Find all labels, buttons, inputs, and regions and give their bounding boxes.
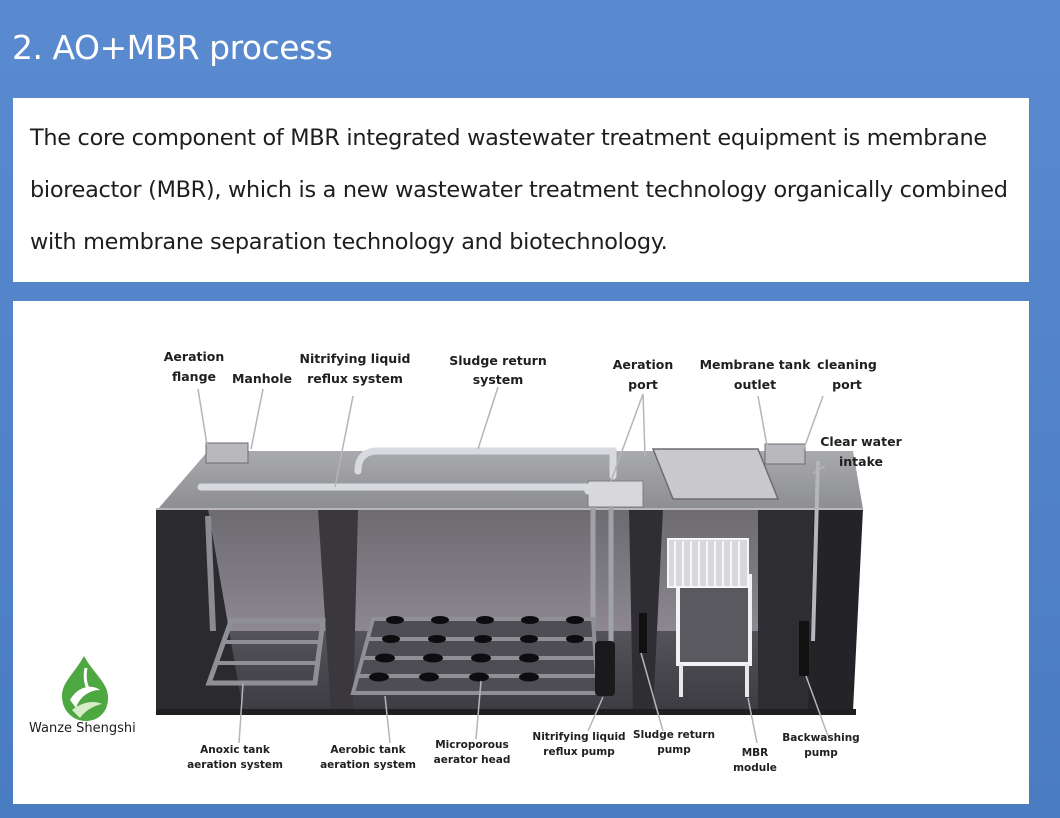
- label-mbr-2: module: [733, 762, 777, 774]
- label-nitrifying-reflux-1: Nitrifying liquid: [300, 351, 411, 366]
- label-manhole: Manhole: [232, 371, 292, 386]
- top-labels: Aeration flange Manhole Nitrifying liqui…: [164, 349, 903, 469]
- wanze-logo-icon: [62, 656, 109, 721]
- label-backwash-2: pump: [804, 747, 838, 759]
- nitrifying-reflux-pump-body: [595, 641, 615, 696]
- label-microporous-2: aerator head: [434, 754, 511, 766]
- anoxic-riser: [205, 515, 216, 632]
- tank-left-wall: [156, 509, 243, 711]
- label-clear-water-2: intake: [839, 454, 883, 469]
- label-backwash-1: Backwashing: [782, 732, 859, 744]
- label-sludge-return-2: system: [473, 372, 524, 387]
- nitrifying-reflux-pipe: [197, 483, 592, 495]
- label-aeration-port-1: Aeration: [613, 357, 674, 372]
- label-aerobic-1: Aerobic tank: [330, 744, 406, 756]
- label-clear-water-1: Clear water: [820, 434, 902, 449]
- label-aeration-port-2: port: [628, 377, 658, 392]
- mbr-module: [667, 538, 752, 697]
- label-nitrifying-pump-1: Nitrifying liquid: [532, 731, 625, 743]
- sludge-return-pipe: [354, 447, 617, 480]
- intro-panel: The core component of MBR integrated was…: [13, 98, 1029, 282]
- label-sludge-return-1: Sludge return: [449, 353, 547, 368]
- mbr-equipment-diagram: Aeration flange Manhole Nitrifying liqui…: [62, 349, 903, 774]
- microporous-aerator-heads: [369, 616, 584, 682]
- manhole-box: [205, 442, 249, 464]
- tank-top-fixtures: [205, 442, 806, 508]
- partition-wall-1: [318, 509, 358, 711]
- label-nitrifying-reflux-2: reflux system: [307, 371, 403, 386]
- label-membrane-outlet-1: Membrane tank: [700, 357, 812, 372]
- label-aerobic-2: aeration system: [320, 759, 416, 771]
- label-anoxic-2: aeration system: [187, 759, 283, 771]
- label-cleaning-port-2: port: [832, 377, 862, 392]
- cleaning-port-box: [764, 443, 806, 465]
- label-sludge-pump-2: pump: [657, 744, 691, 756]
- label-cleaning-port-1: cleaning: [817, 357, 877, 372]
- backwash-compartment: [758, 509, 813, 711]
- leader-lines: [197, 386, 829, 744]
- label-sludge-pump-1: Sludge return: [633, 729, 715, 741]
- tank-right-wall: [808, 509, 863, 711]
- membrane-tank-cover: [651, 448, 780, 500]
- clear-water-pipe: [811, 460, 820, 642]
- label-aeration-flange-2: flange: [172, 369, 216, 384]
- label-anoxic-1: Anoxic tank: [200, 744, 271, 756]
- pipes: [197, 447, 820, 661]
- backwashing-pump-body: [799, 621, 809, 676]
- logo-name: Wanze Shengshi: [29, 721, 136, 736]
- diagram-panel: Aeration flange Manhole Nitrifying liqui…: [13, 301, 1029, 804]
- label-nitrifying-pump-2: reflux pump: [543, 746, 615, 758]
- intro-text: The core component of MBR integrated was…: [30, 125, 1008, 255]
- tank-bottom-edge: [156, 709, 856, 715]
- sludge-return-pump-body: [639, 613, 647, 653]
- pumps: [595, 613, 809, 696]
- anoxic-aeration-grid: [205, 618, 326, 686]
- label-mbr-1: MBR: [742, 747, 769, 759]
- bottom-labels: Anoxic tank aeration system Aerobic tank…: [187, 729, 860, 774]
- partition-wall-2: [629, 509, 663, 711]
- label-microporous-1: Microporous: [435, 739, 509, 751]
- label-aeration-flange-1: Aeration: [164, 349, 225, 364]
- aeration-port-box: [587, 480, 644, 508]
- slide-title: 2. AO+MBR process: [12, 28, 333, 67]
- label-membrane-outlet-2: outlet: [734, 377, 776, 392]
